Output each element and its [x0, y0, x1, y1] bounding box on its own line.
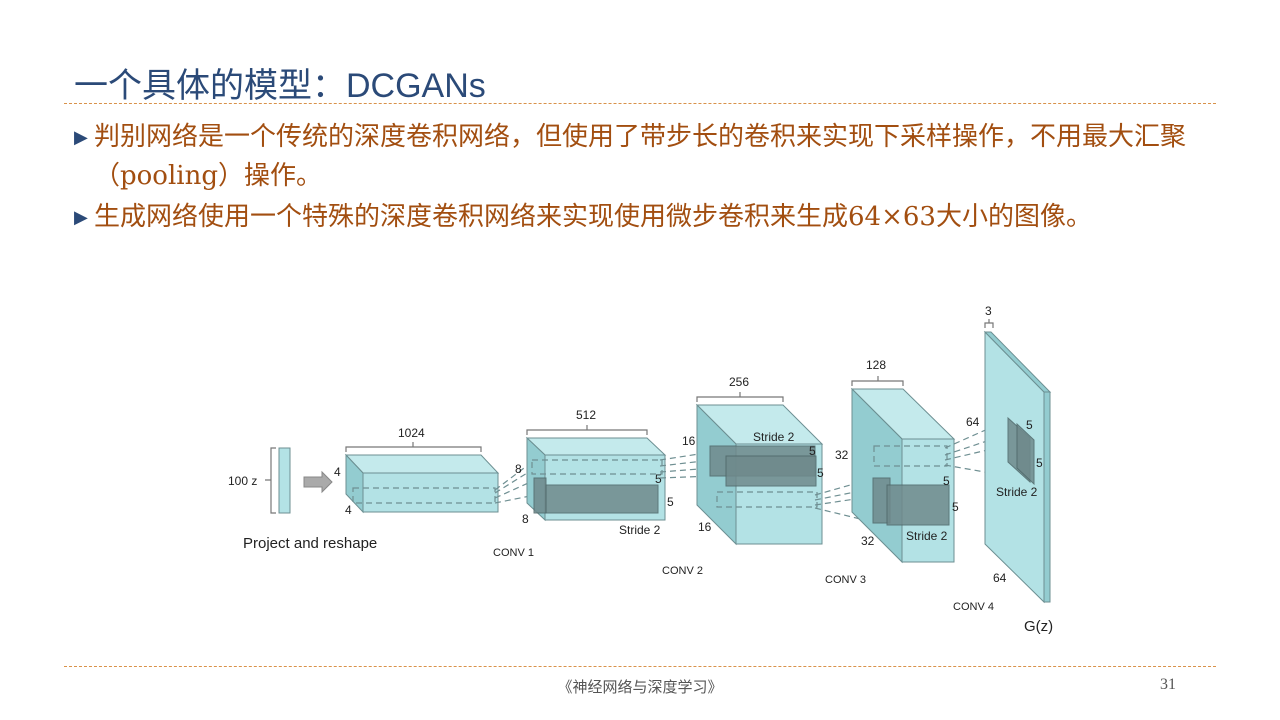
- stride-label: Stride 2: [906, 529, 948, 543]
- title-divider: [64, 103, 1216, 104]
- slide-title: 一个具体的模型：DCGANs: [74, 67, 486, 105]
- layer-256: 256 16 16 Stride 2 5 5 CONV 2: [662, 375, 824, 577]
- width-label: 32: [861, 534, 875, 548]
- stride-label: Stride 2: [753, 430, 795, 444]
- kernel-label: 5: [1036, 456, 1043, 470]
- kernel-label: 5: [943, 474, 950, 488]
- footer-divider: [64, 666, 1216, 667]
- bullet-text: 判别网络是一个传统的深度卷积网络，但使用了带步长的卷积来实现下采样操作，不用最大…: [94, 122, 1187, 191]
- conv-label: CONV 1: [493, 547, 534, 559]
- footer-book-title: 《神经网络与深度学习》: [557, 680, 723, 696]
- channels-label: 512: [576, 408, 596, 422]
- channels-label: 1024: [398, 426, 425, 440]
- height-label: 16: [682, 434, 696, 448]
- conv-label: CONV 2: [662, 565, 703, 577]
- layer-512: 512 8 8 5 5 Stride 2 CONV 1: [493, 408, 674, 559]
- page-number: 31: [1160, 676, 1176, 693]
- triangle-bullet-icon: ▶: [74, 207, 88, 228]
- kernel-label: 5: [1026, 418, 1033, 432]
- stride-label: Stride 2: [996, 485, 1038, 499]
- channels-label: 3: [985, 304, 992, 318]
- triangle-bullet-icon: ▶: [74, 127, 88, 148]
- height-label: 8: [515, 462, 522, 476]
- bullet-text: 生成网络使用一个特殊的深度卷积网络来实现使用微步卷积来生成64×63大小的图像。: [94, 202, 1092, 232]
- bullet-list: ▶ 判别网络是一个传统的深度卷积网络，但使用了带步长的卷积来实现下采样操作，不用最…: [74, 118, 1194, 239]
- channels-label: 256: [729, 375, 749, 389]
- height-label: 4: [334, 465, 341, 479]
- z-vector: [278, 447, 291, 514]
- layer-1024: 1024 4 4: [334, 426, 500, 517]
- z-label: 100 z: [228, 474, 257, 488]
- layer-output: 3 64 64 5 5 Stride 2 CONV 4 G(z): [953, 304, 1053, 635]
- conv-label: CONV 3: [825, 574, 866, 586]
- bullet-item: ▶ 判别网络是一个传统的深度卷积网络，但使用了带步长的卷积来实现下采样操作，不用最…: [74, 118, 1194, 196]
- stride-label: Stride 2: [619, 523, 661, 537]
- channels-label: 128: [866, 358, 886, 372]
- width-label: 4: [345, 503, 352, 517]
- kernel-label: 5: [809, 444, 816, 458]
- kernel-label: 5: [952, 500, 959, 514]
- arrow-icon: [303, 470, 333, 494]
- layer-128: 128 32 32 5 5 Stride 2 CONV 3: [825, 358, 959, 586]
- output-label: G(z): [1024, 618, 1053, 635]
- kernel-label: 5: [817, 466, 824, 480]
- height-label: 32: [835, 448, 849, 462]
- kernel-label: 5: [667, 495, 674, 509]
- height-label: 64: [966, 415, 980, 429]
- kernel-label: 5: [655, 472, 662, 486]
- width-label: 64: [993, 571, 1007, 585]
- width-label: 8: [522, 512, 529, 526]
- conv-label: CONV 4: [953, 601, 994, 613]
- bullet-item: ▶ 生成网络使用一个特殊的深度卷积网络来实现使用微步卷积来生成64×63大小的图像…: [74, 198, 1194, 237]
- project-label: Project and reshape: [243, 535, 377, 552]
- width-label: 16: [698, 520, 712, 534]
